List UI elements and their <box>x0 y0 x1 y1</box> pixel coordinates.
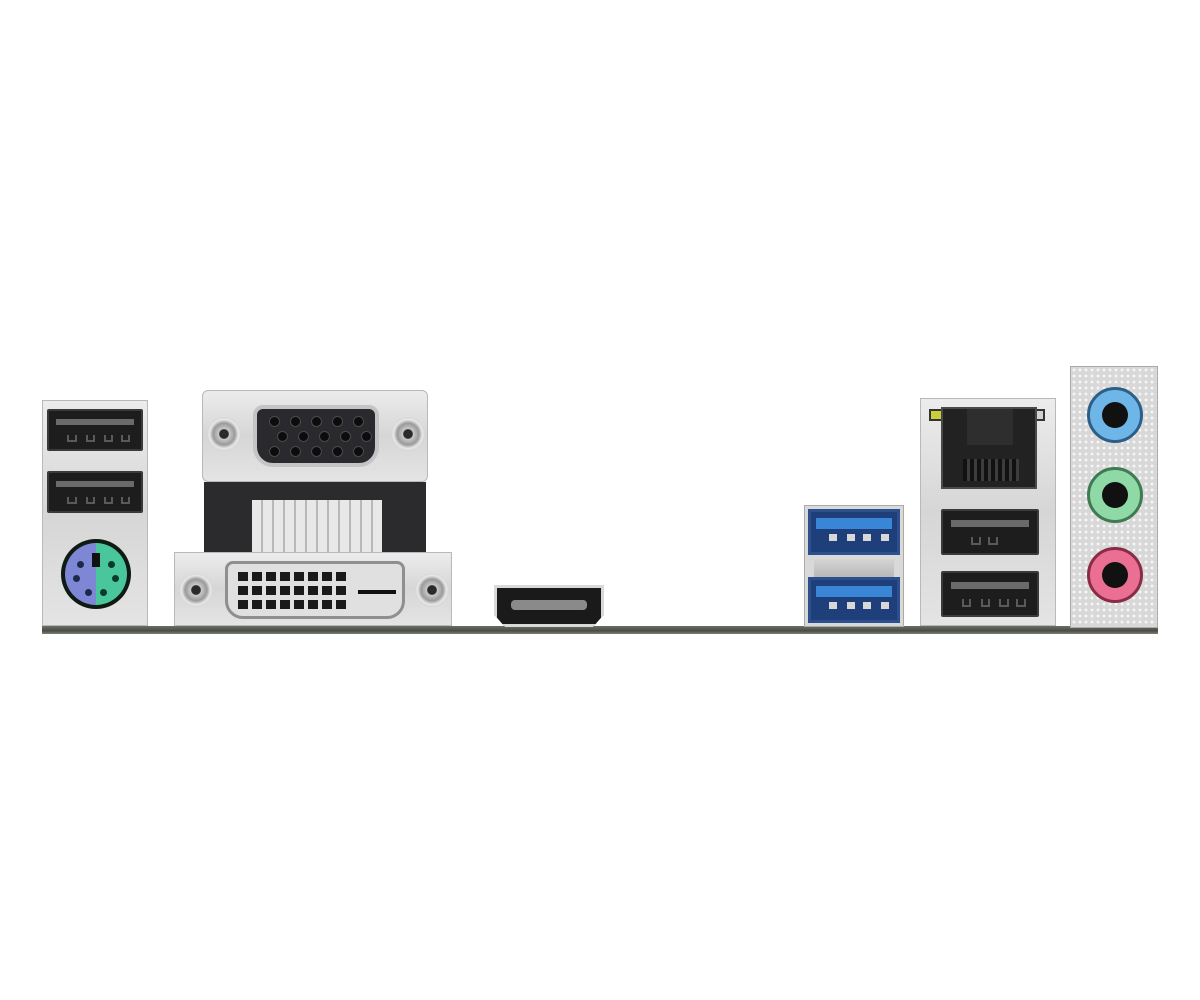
vga-screw-left <box>207 417 241 451</box>
dvi-screw-right <box>415 573 449 607</box>
pcb-edge <box>42 626 1158 634</box>
vga-screw-right <box>391 417 425 451</box>
audio-jack-mic-in <box>1087 547 1143 603</box>
ps2-combo-port <box>61 539 131 609</box>
hdmi-port <box>494 585 604 627</box>
dvi-screw-left <box>179 573 213 607</box>
audio-jack-line-in <box>1087 387 1143 443</box>
dvi-port <box>225 561 405 619</box>
usb3-port-2 <box>808 577 900 623</box>
usb2-port-2 <box>47 471 143 513</box>
usb2-port-1 <box>47 409 143 451</box>
audio-jack-line-out <box>1087 467 1143 523</box>
usb3-port-1 <box>808 509 900 555</box>
vga-dvi-assembly <box>174 390 454 628</box>
dvi-bracket <box>174 552 452 626</box>
lan-port <box>941 407 1037 489</box>
vga-bracket <box>202 390 428 482</box>
audio-panel <box>1070 366 1158 628</box>
usb3-stack <box>804 505 904 627</box>
vga-port <box>253 405 379 467</box>
lan-usb-bracket <box>920 398 1056 626</box>
usb2-port-4 <box>941 571 1039 617</box>
usb2-port-3 <box>941 509 1039 555</box>
usb-ps2-bracket <box>42 400 148 626</box>
vga-riser-housing <box>204 482 426 556</box>
